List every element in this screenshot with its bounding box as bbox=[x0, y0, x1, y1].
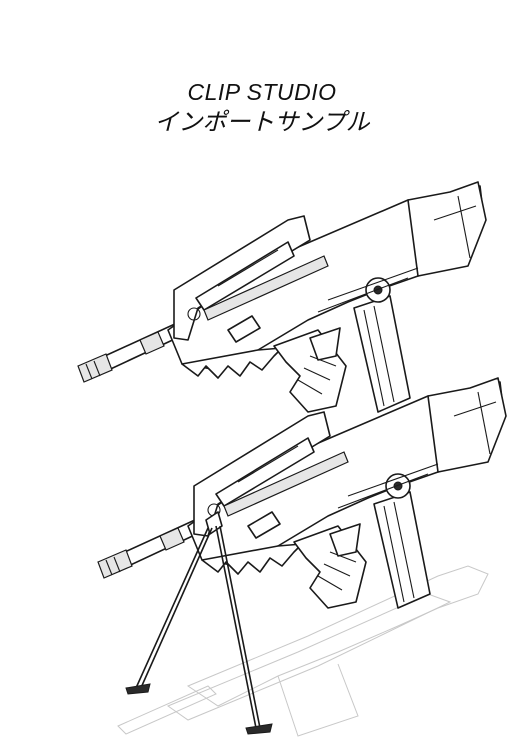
title-line-2: インポートサンプル bbox=[154, 108, 370, 136]
title-line-1: CLIP STUDIO bbox=[187, 79, 337, 105]
rifle-illustration-top bbox=[77, 181, 487, 413]
bipod bbox=[125, 511, 273, 735]
rifle-illustration-bottom bbox=[97, 377, 507, 737]
title-block: CLIP STUDIO インポートサンプル bbox=[0, 78, 524, 138]
rifle-shadow bbox=[117, 565, 489, 737]
